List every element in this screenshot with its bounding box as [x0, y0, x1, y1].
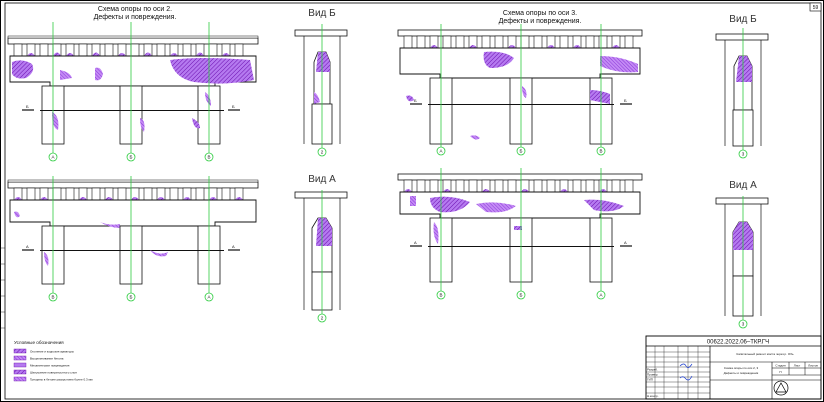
project-name: Капитальный ремонт моста через р. Обь: [736, 352, 793, 356]
axis-label: Б: [520, 149, 523, 154]
axis-label: Б: [130, 155, 133, 160]
view-b-label: Вид Б: [308, 8, 336, 19]
sheet-number: 59: [813, 5, 819, 11]
pier3-front-view: Схема опоры по оси 3. Дефекты и поврежде…: [397, 10, 643, 156]
pier2-front-view: Схема опоры по оси 2. Дефекты и поврежде…: [7, 6, 259, 162]
pier3-title-line2: Дефекты и повреждения.: [499, 18, 582, 25]
pier-number: 2: [321, 316, 324, 321]
stage-value: П: [779, 370, 781, 374]
document-code: 00622.2022.06–ТКР.ГЧ: [707, 340, 769, 346]
role-label: Разраб.: [647, 368, 658, 372]
axis-label: А: [51, 155, 54, 160]
legend-title: Условные обозначения: [14, 340, 64, 345]
pier2-rear-view: В Б А А А: [7, 176, 259, 302]
view-a-label: Вид А: [308, 174, 336, 185]
section-mark: А: [414, 240, 417, 245]
axis-label: В: [51, 295, 54, 300]
axis-label: А: [439, 149, 442, 154]
stage-label: Стадия: [775, 364, 786, 368]
legend-item: Выщелачивание бетона: [30, 357, 64, 361]
axis-label: Б: [520, 293, 523, 298]
signature-mark: [679, 375, 693, 381]
view-a-label: Вид А: [729, 180, 757, 191]
section-mark: А: [624, 240, 627, 245]
legend: Условные обозначения Оголение и коррозия…: [13, 340, 93, 382]
view-b-label: Вид Б: [729, 14, 757, 25]
section-mark: Б: [232, 104, 235, 109]
pier2-title-line1: Схема опоры по оси 2.: [98, 6, 172, 13]
title-block: [645, 335, 822, 400]
role-label: Провер.: [647, 373, 658, 377]
pier3-rear-view: В Б А А А: [397, 168, 643, 300]
section-mark: А: [26, 244, 29, 249]
signature-mark: [679, 363, 693, 368]
role-label: ГИП: [647, 378, 653, 382]
section-mark: Б: [26, 104, 29, 109]
section-mark: А: [232, 244, 235, 249]
axis-label: А: [207, 295, 210, 300]
pier3-title-line1: Схема опоры по оси 3.: [503, 10, 577, 17]
pier2-view-b: Вид Б 2: [294, 8, 348, 157]
pier-number: 3: [742, 152, 745, 157]
pier-number: 3: [742, 322, 745, 327]
pier2-view-a: Вид А 2: [294, 174, 348, 323]
role-label: Н.контр.: [647, 394, 659, 398]
axis-label: В: [207, 155, 210, 160]
sheets-label: Листов: [808, 364, 818, 368]
axis-label: А: [599, 293, 602, 298]
sheet-title-line2: Дефекты и повреждения: [724, 371, 759, 375]
inner-frame: [4, 2, 822, 400]
axis-label: В: [599, 149, 602, 154]
legend-item: Оголение и коррозия арматуры: [30, 350, 74, 354]
legend-item: Механические повреждения: [30, 364, 70, 368]
pier2-title-line2: Дефекты и повреждения.: [94, 14, 177, 21]
axis-label: Б: [130, 295, 133, 300]
section-mark: Б: [624, 98, 627, 103]
axis-label: В: [439, 293, 442, 298]
pier-number: 2: [321, 150, 324, 155]
pier3-view-b: Вид Б 3: [715, 14, 769, 159]
legend-item: Шелушение поверхностного слоя: [30, 371, 77, 375]
margin-ticks: [0, 247, 5, 329]
pier3-view-a: Вид А 3: [715, 180, 769, 329]
company-logo: [773, 380, 789, 396]
sheet-label: Лист: [794, 364, 801, 368]
section-mark: Б: [414, 98, 417, 103]
sheet-title-line1: Схема опоры по оси 2, 3: [724, 366, 759, 370]
legend-item: Трещины в бетоне раскрытием более 0.3 мм: [30, 378, 93, 382]
